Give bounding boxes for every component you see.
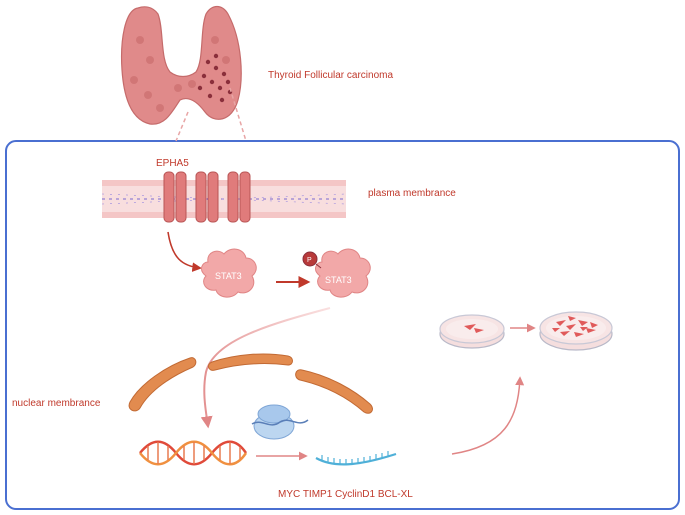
- cell-frame: [5, 140, 680, 510]
- plasma-membrane: [101, 180, 347, 218]
- gene-list-label: MYC TIMP1 CyclinD1 BCL-XL: [278, 489, 413, 500]
- ribosome-icon: [251, 404, 309, 440]
- plasma-membrane-label: plasma membrance: [368, 188, 456, 199]
- thyroid-label: Thyroid Follicular carcinoma: [268, 70, 393, 81]
- petri-dish-icon: [439, 314, 505, 349]
- phosphate-icon: [302, 251, 318, 267]
- protein-blob-icon: [315, 248, 371, 298]
- stat3-label: STAT3: [215, 271, 242, 281]
- receptor-icon: [163, 171, 251, 223]
- phosphate-label: P: [307, 257, 312, 264]
- protein-blob-icon: [201, 248, 257, 298]
- nuclear-membrane: [128, 353, 373, 414]
- petri-dish-icon: [539, 311, 613, 351]
- translocation-arrow: [200, 307, 331, 429]
- mrna-icon: [315, 451, 397, 466]
- nuclear-membrane-label: nuclear membrance: [12, 398, 101, 409]
- proliferation-arrow: [451, 376, 525, 455]
- thyroid-gland-icon: [120, 5, 242, 125]
- activation-arrow: [167, 231, 202, 272]
- tumor-region: [197, 53, 233, 103]
- zoom-line-right: [229, 87, 247, 142]
- stat3-protein: STAT3: [201, 248, 257, 298]
- phospho-stat3-protein: STAT3 P: [302, 248, 371, 298]
- zoom-line-left: [175, 111, 189, 142]
- receptor-label: EPHA5: [156, 158, 189, 169]
- phospho-stat3-label: STAT3: [325, 275, 352, 285]
- dna-helix-icon: [139, 440, 248, 466]
